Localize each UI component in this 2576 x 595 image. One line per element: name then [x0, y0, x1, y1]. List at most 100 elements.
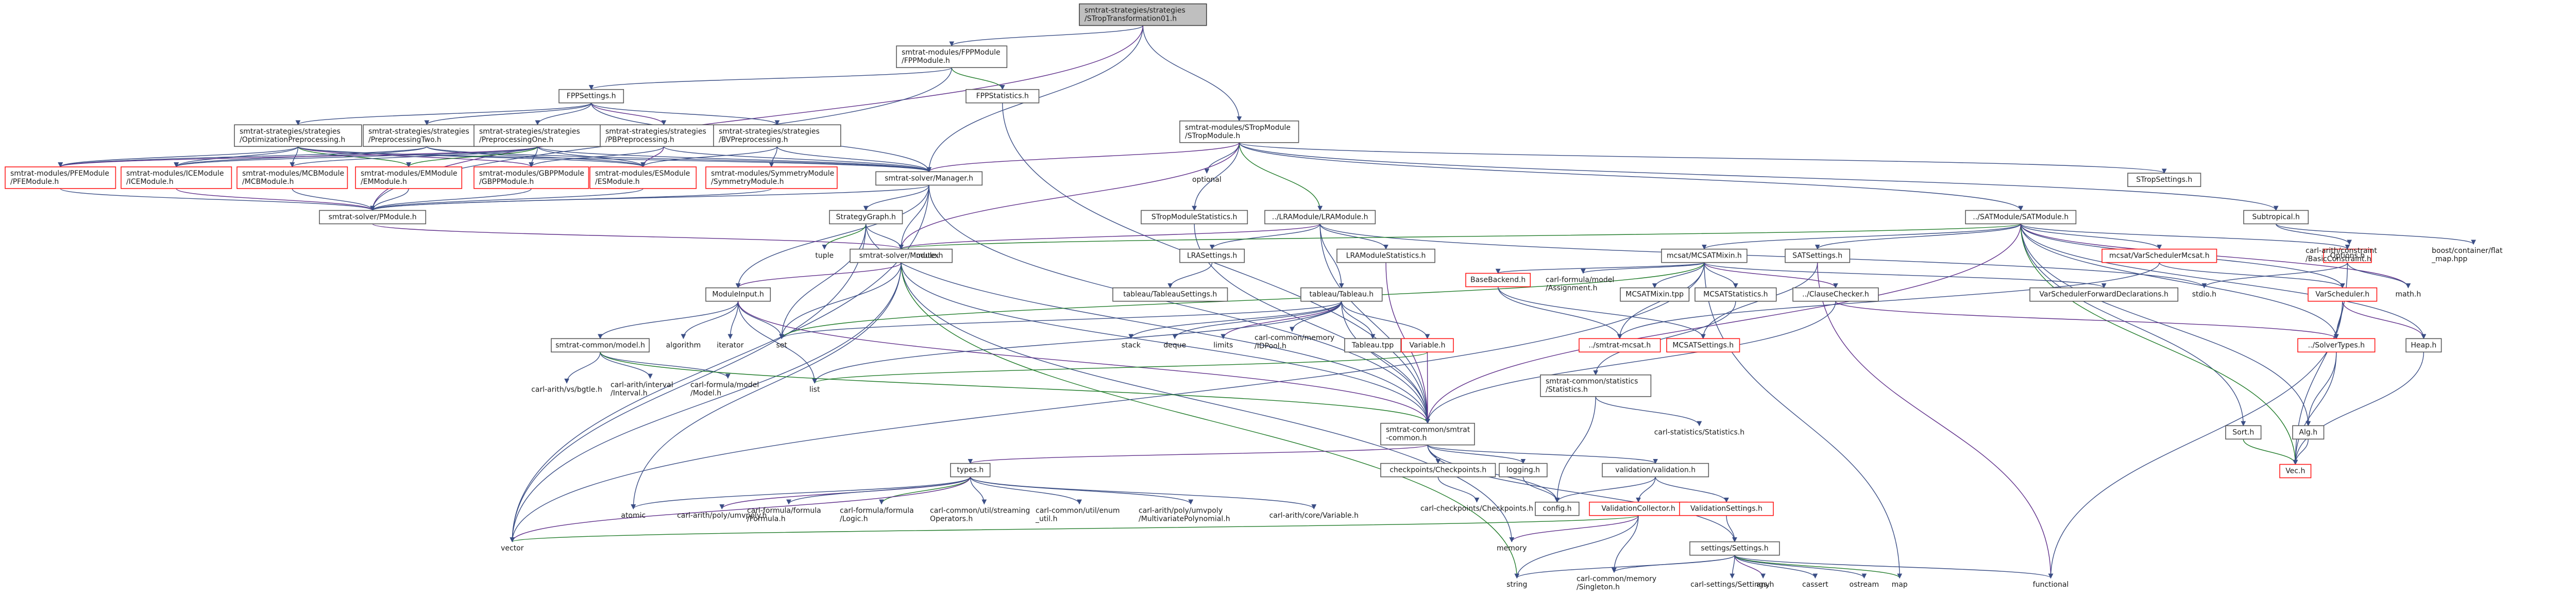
node-carlvariable[interactable]: carl-arith/core/Variable.h	[1255, 509, 1374, 522]
node-carlbitpb[interactable]: carl-arith/vs/bgtle.h	[518, 383, 616, 397]
node-manager[interactable]: smtrat-solver/Manager.h	[875, 171, 983, 186]
node-mcsatsettings[interactable]: MCSATSettings.h	[1666, 338, 1740, 353]
node-model[interactable]: smtrat-common/model.h	[551, 338, 650, 353]
node-pmodule[interactable]: smtrat-solver/PModule.h	[319, 210, 427, 225]
node-validation[interactable]: validation/validation.h	[1602, 463, 1709, 478]
node-tableautpp[interactable]: Tableau.tpp	[1344, 338, 1401, 353]
node-stack[interactable]: stack	[1115, 338, 1147, 352]
node-fppstats[interactable]: FPPStatistics.h	[965, 89, 1040, 104]
node-stropsettings[interactable]: STropSettings.h	[2127, 173, 2201, 187]
node-commonstats[interactable]: smtrat-common/statistics/Statistics.h	[1540, 374, 1652, 397]
node-bvprep[interactable]: smtrat-strategies/strategies/BVPreproces…	[713, 124, 841, 147]
node-preptwo[interactable]: smtrat-strategies/strategies/Preprocessi…	[363, 124, 491, 147]
node-string[interactable]: string	[1499, 578, 1535, 591]
node-map[interactable]: map	[1888, 578, 1911, 591]
node-carlmodel[interactable]: carl-formula/model/Model.h	[685, 378, 771, 400]
node-pbprep[interactable]: smtrat-strategies/strategies/PBPreproces…	[600, 124, 728, 147]
node-symm[interactable]: smtrat-modules/SymmetryModule/SymmetryMo…	[705, 166, 838, 189]
node-any[interactable]: any	[1752, 578, 1774, 591]
node-cassert[interactable]: cassert	[1795, 578, 1835, 591]
node-deque[interactable]: deque	[1159, 338, 1191, 352]
node-stdio[interactable]: stdio.h	[2184, 288, 2224, 301]
node-smtratmcsat[interactable]: ../smtrat-mcsat.h	[1579, 338, 1661, 353]
node-es[interactable]: smtrat-modules/ESModule/ESModule.h	[589, 166, 697, 189]
node-varsched[interactable]: VarScheduler.h	[2308, 287, 2378, 302]
node-settings[interactable]: settings/Settings.h	[1689, 541, 1780, 556]
node-config[interactable]: config.h	[1535, 501, 1580, 516]
node-carlmvpoly[interactable]: carl-arith/poly/umvpoly/MultivariatePoly…	[1133, 504, 1248, 525]
node-satsettings[interactable]: SATSettings.h	[1785, 248, 1851, 263]
node-functional[interactable]: functional	[2025, 578, 2077, 591]
node-carlstats[interactable]: carl-statistics/Statistics.h	[1636, 426, 1763, 439]
node-tableau[interactable]: tableau/Tableau.h	[1300, 287, 1383, 302]
node-set[interactable]: set	[770, 338, 793, 352]
node-smtratcommon[interactable]: smtrat-common/smtrat-common.h	[1380, 422, 1475, 446]
node-mathh[interactable]: math.h	[2391, 288, 2426, 301]
node-algorithm[interactable]: algorithm	[659, 338, 707, 352]
node-pfe[interactable]: smtrat-modules/PFEModule/PFEModule.h	[5, 166, 116, 189]
node-moduleinput[interactable]: ModuleInput.h	[705, 287, 771, 302]
node-variable[interactable]: Variable.h	[1401, 338, 1454, 353]
node-carlsettings[interactable]: carl-settings/Settings.h	[1677, 578, 1787, 591]
node-memory[interactable]: memory	[1494, 542, 1530, 555]
node-typesh[interactable]: types.h	[950, 463, 991, 478]
node-tabsettings[interactable]: tableau/TableauSettings.h	[1112, 287, 1228, 302]
node-carllogic[interactable]: carl-formula/formula/Logic.h	[835, 504, 928, 525]
node-carlconstr[interactable]: carl-arith/constraint/BasicConstraint.h	[2300, 244, 2398, 266]
node-clause[interactable]: ../ClauseChecker.h	[1792, 287, 1879, 302]
node-stropmod[interactable]: smtrat-modules/STropModule/STropModule.h	[1179, 120, 1299, 143]
node-valcollector[interactable]: ValidationCollector.h	[1589, 501, 1688, 516]
node-em[interactable]: smtrat-modules/EMModule/EMModule.h	[355, 166, 463, 189]
node-carlformula[interactable]: carl-formula/formula/Formula.h	[742, 504, 836, 525]
node-carlinterval[interactable]: carl-arith/interval/Interval.h	[605, 378, 695, 400]
node-sat[interactable]: ../SATModule/SATModule.h	[1965, 210, 2077, 225]
node-mcsatstats[interactable]: MCSATStatistics.h	[1694, 287, 1777, 302]
node-prepone[interactable]: smtrat-strategies/strategies/Preprocessi…	[473, 124, 602, 147]
node-strategygraph[interactable]: StrategyGraph.h	[829, 210, 903, 225]
node-vech[interactable]: Vec.h	[2279, 464, 2312, 479]
node-fpp[interactable]: smtrat-modules/FPPModule/FPPModule.h	[896, 45, 1008, 69]
node-ostream[interactable]: ostream	[1844, 578, 1884, 591]
node-list[interactable]: list	[801, 383, 828, 397]
node-carlio[interactable]: carl-common/memory/IDPool.h	[1249, 331, 1335, 353]
node-module[interactable]: smtrat-solver/Module.h	[850, 248, 953, 263]
node-carlcheckpoints[interactable]: carl-checkpoints/Checkpoints.h	[1409, 502, 1545, 516]
node-options[interactable]: Options.h	[2323, 248, 2372, 263]
node-carlidentity[interactable]: carl-arith/poly/umvpoly.h	[665, 509, 779, 522]
node-iterator[interactable]: iterator	[708, 338, 752, 352]
node-optional[interactable]: optional	[1185, 173, 1229, 186]
node-checkpoints[interactable]: checkpoints/Checkpoints.h	[1380, 463, 1496, 478]
node-valsettings[interactable]: ValidationSettings.h	[1679, 501, 1774, 516]
node-stropstats[interactable]: STropModuleStatistics.h	[1141, 210, 1248, 225]
node-mcb[interactable]: smtrat-modules/MCBModule/MCBModule.h	[236, 166, 348, 189]
node-subtropical[interactable]: Subtropical.h	[2243, 210, 2309, 225]
node-vector[interactable]: vector	[495, 542, 530, 555]
node-boostflat[interactable]: boost/container/flat_map.hpp	[2427, 244, 2520, 266]
node-logging[interactable]: logging.h	[1499, 463, 1548, 478]
node-lrastats[interactable]: LRAModuleStatistics.h	[1336, 248, 1435, 263]
node-mcsat[interactable]: mcsat/MCSATMixin.h	[1661, 248, 1748, 263]
node-root[interactable]: smtrat-strategies/strategies/STropTransf…	[1079, 3, 1207, 26]
node-carlassign[interactable]: carl-formula/model/Assignment.h	[1540, 274, 1626, 295]
node-carlbitset[interactable]: carl-common/util/enum_util.h	[1030, 504, 1128, 525]
node-lrasettings[interactable]: LRASettings.h	[1179, 248, 1245, 263]
node-heap[interactable]: Heap.h	[2405, 338, 2442, 353]
node-mutex[interactable]: mutex	[912, 249, 943, 263]
node-varschedfwd[interactable]: VarSchedulerForwardDeclarations.h	[2029, 287, 2179, 302]
node-optim[interactable]: smtrat-strategies/strategies/Optimizatio…	[234, 124, 362, 147]
node-lra[interactable]: ../LRAModule/LRAModule.h	[1264, 210, 1376, 225]
node-mcsatmixintpp[interactable]: MCSATMixin.tpp	[1620, 287, 1690, 302]
node-fppsettings[interactable]: FPPSettings.h	[558, 89, 624, 104]
node-ice[interactable]: smtrat-modules/ICEModule/ICEModule.h	[121, 166, 232, 189]
node-algh[interactable]: Alg.h	[2292, 425, 2325, 440]
node-solvertypes[interactable]: ../SolverTypes.h	[2297, 338, 2376, 353]
node-atomic[interactable]: atomic	[616, 509, 651, 522]
node-basebackend[interactable]: BaseBackend.h	[1465, 273, 1531, 287]
node-carlsingleton[interactable]: carl-common/memory/Singleton.h	[1571, 572, 1657, 594]
node-tuple[interactable]: tuple	[809, 249, 840, 263]
node-mcsatvar[interactable]: mcsat/VarSchedulerMcsat.h	[2102, 248, 2217, 263]
node-gbpp[interactable]: smtrat-modules/GBPPModule/GBPPModule.h	[473, 166, 589, 189]
node-limits[interactable]: limits	[1206, 338, 1241, 352]
node-sorth[interactable]: Sort.h	[2225, 425, 2262, 440]
